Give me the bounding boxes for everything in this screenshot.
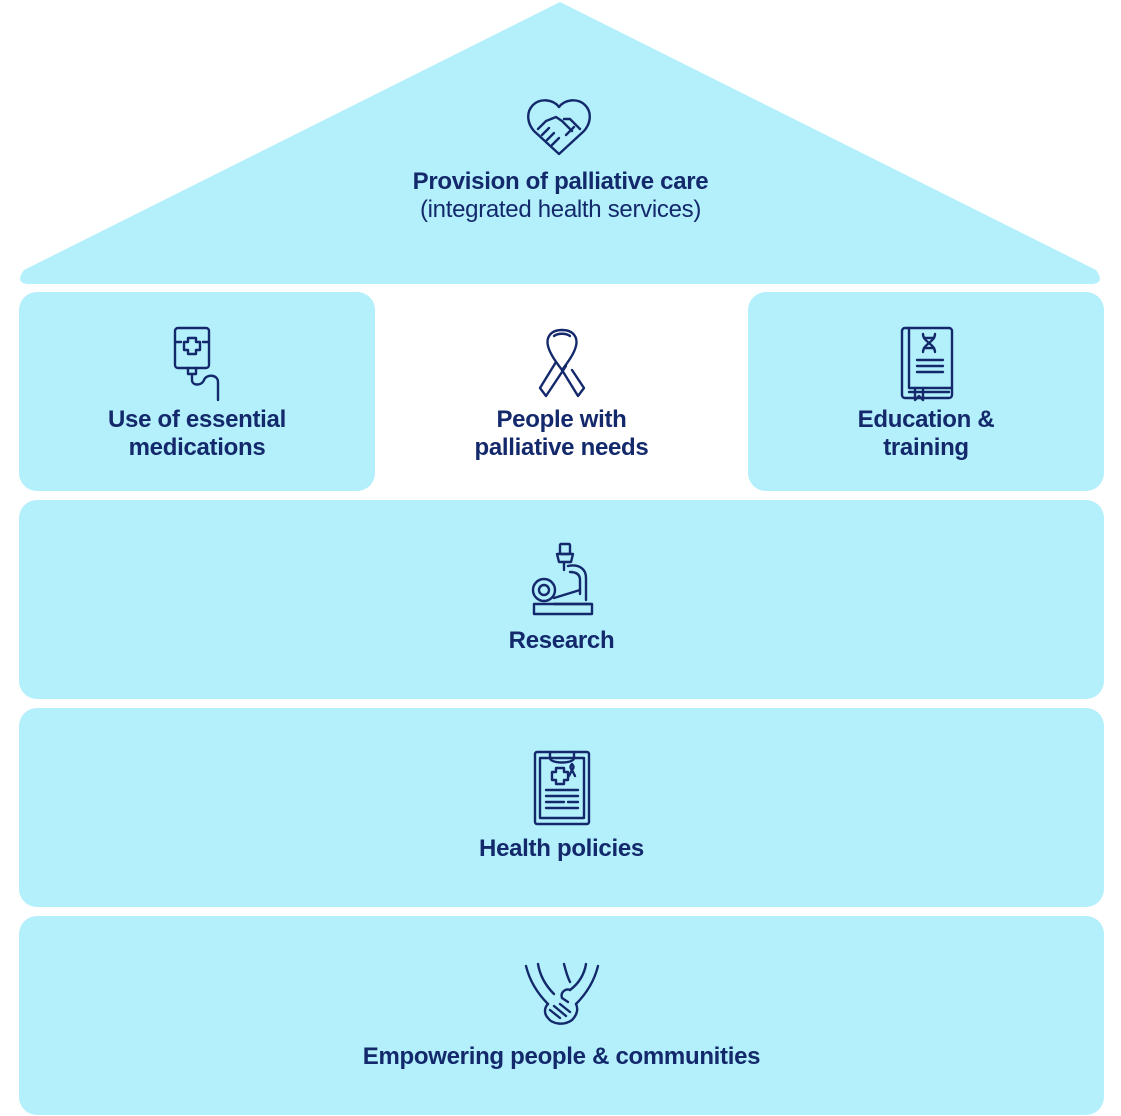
dna-book-icon bbox=[899, 326, 955, 402]
roof-triangle bbox=[20, 2, 1100, 284]
holding-hands-icon bbox=[524, 962, 600, 1028]
iv-drip-icon bbox=[172, 326, 224, 402]
floor-empowering-label: Empowering people & communities bbox=[362, 1043, 761, 1070]
pillar-center-label: People with palliative needs bbox=[474, 406, 649, 461]
clipboard-medical-icon bbox=[532, 750, 592, 826]
awareness-ribbon-icon bbox=[536, 326, 588, 402]
floor-research-box bbox=[19, 500, 1104, 699]
pillar-left-label: Use of essential medications bbox=[108, 406, 286, 461]
microscope-icon bbox=[530, 542, 594, 618]
pillar-left-box bbox=[19, 292, 375, 491]
roof-subtitle: (integrated health services) bbox=[419, 196, 702, 223]
roof-title: Provision of palliative care bbox=[412, 168, 709, 195]
roof-label: Provision of palliative care (integrated… bbox=[300, 168, 821, 224]
floor-research-label: Research bbox=[508, 627, 615, 654]
floor-health-policies-label: Health policies bbox=[479, 835, 644, 862]
floor-empowering-box bbox=[19, 916, 1104, 1115]
pillar-right-label: Education & training bbox=[857, 406, 995, 461]
heart-handshake-icon bbox=[526, 97, 592, 157]
